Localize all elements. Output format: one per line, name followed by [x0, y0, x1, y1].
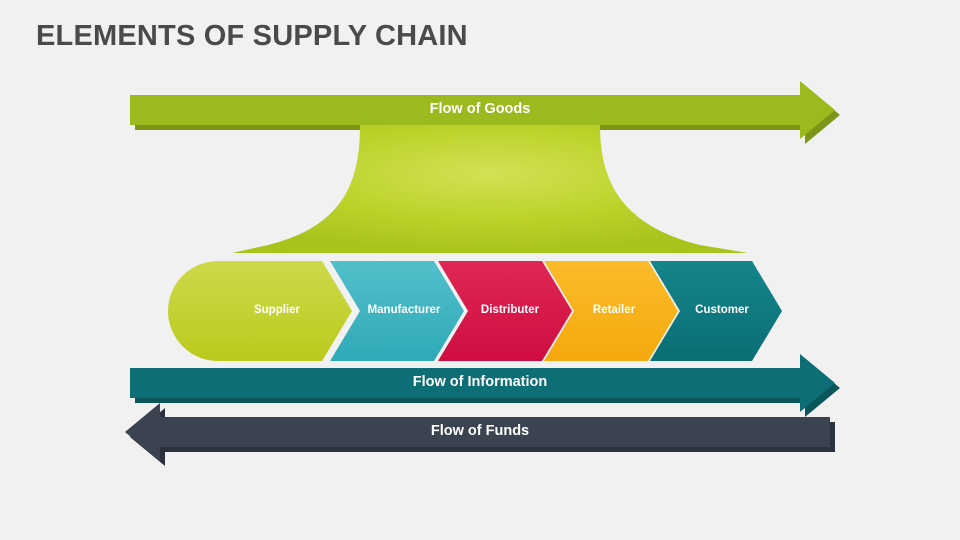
flow-of-information-arrow	[130, 354, 840, 417]
flow-of-goods-arrow-body	[130, 81, 835, 139]
chain-step-manufacturer[interactable]	[330, 261, 464, 361]
chain-step-retailer[interactable]	[544, 261, 678, 361]
supply-chain-steps	[168, 261, 782, 361]
flow-of-information-arrow-body	[130, 354, 835, 412]
page-title: Elements of Supply Chain	[36, 20, 468, 52]
chain-step-supplier[interactable]	[168, 261, 352, 361]
goods-funnel	[232, 125, 748, 253]
flow-of-funds-arrow	[125, 403, 835, 466]
flow-of-goods-arrow	[130, 81, 840, 144]
flow-of-funds-arrow-body	[125, 403, 830, 461]
chain-step-distributer[interactable]	[438, 261, 572, 361]
chain-step-customer[interactable]	[650, 261, 782, 361]
goods-funnel-shape	[232, 125, 748, 253]
